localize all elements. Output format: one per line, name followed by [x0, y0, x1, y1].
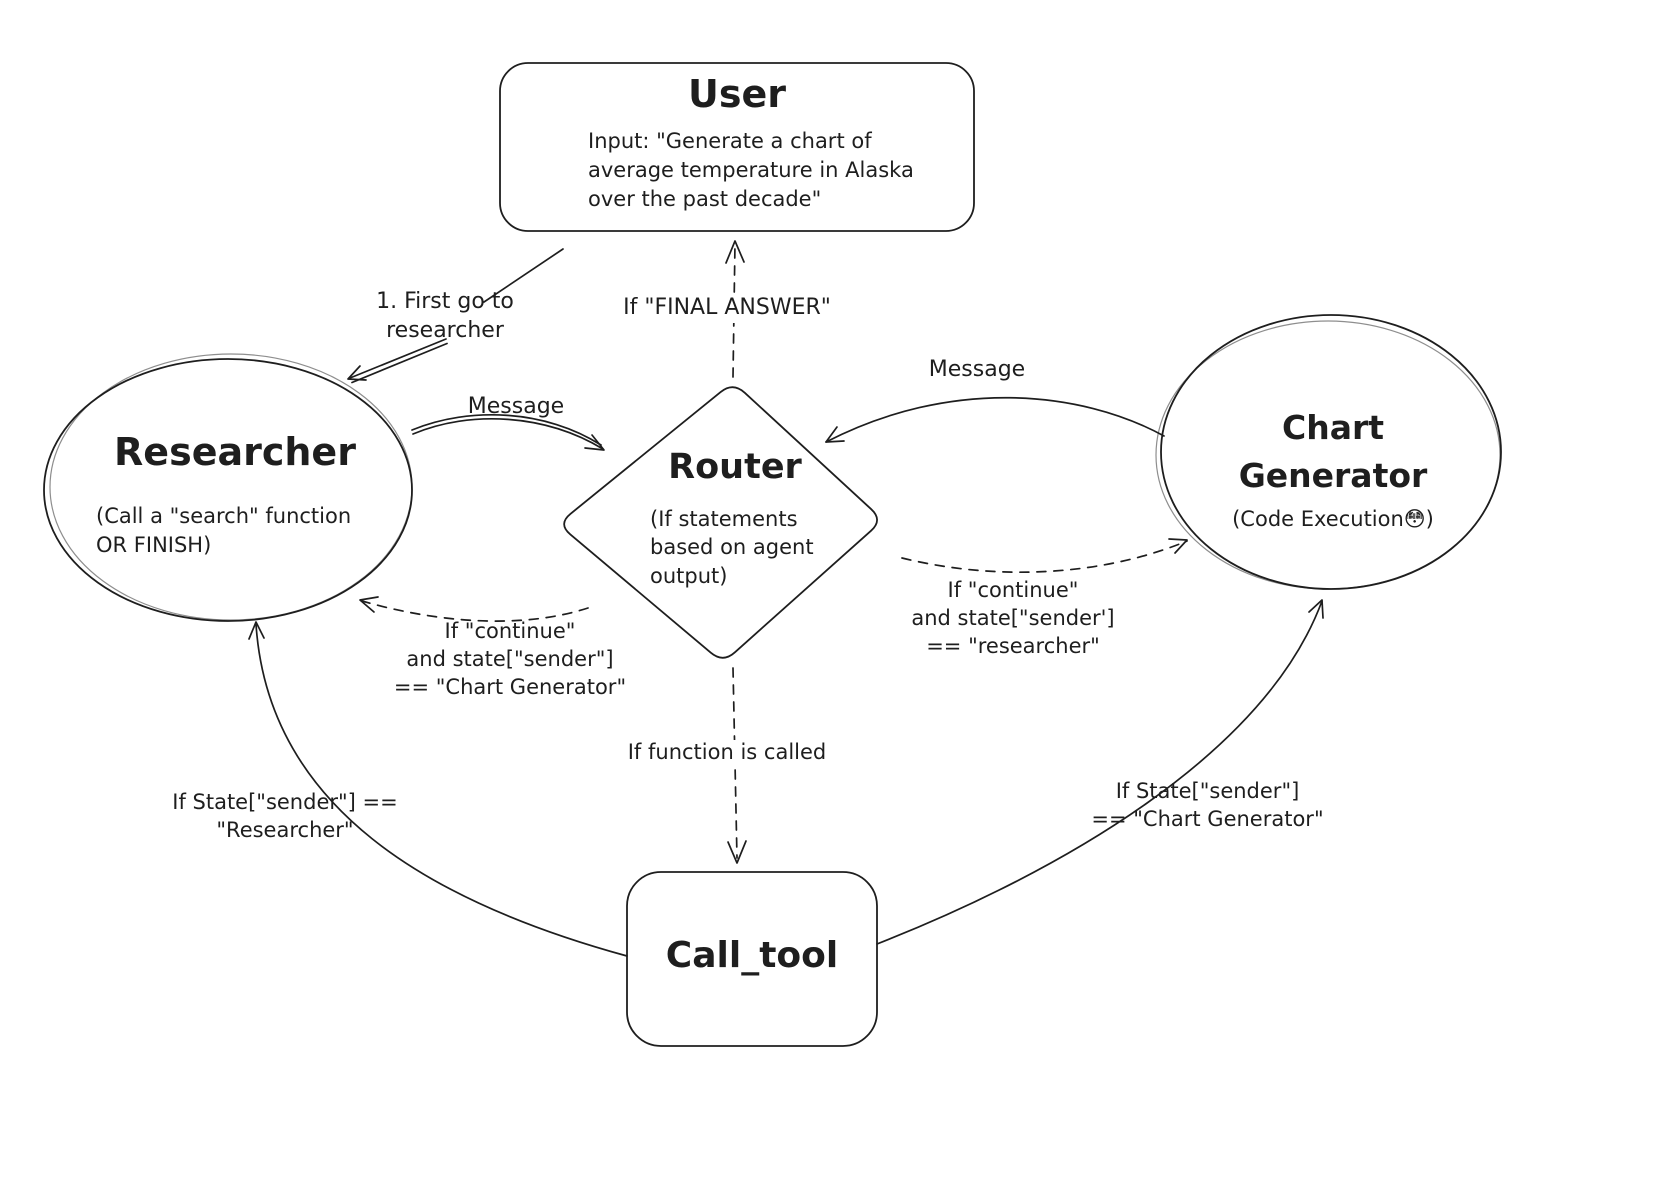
arrowhead-user-to-researcher — [347, 365, 367, 381]
edge-label-message-researcher: Message — [467, 394, 565, 419]
call-tool-node-shape — [626, 871, 878, 1047]
arrowhead-researcher-to-router — [584, 434, 605, 451]
chart-generator-node-title: Chart Generator — [1238, 408, 1428, 495]
edge-call-tool-to-chart-generator — [876, 600, 1323, 945]
edge-chart-generator-to-router — [825, 396, 1165, 443]
edge-user-to-researcher-seg2 — [349, 338, 447, 379]
edge-router-to-user — [732, 242, 736, 378]
arrowhead-call-tool-to-researcher — [248, 621, 265, 640]
edge-label-continue-researcher: If "continue" and state["sender'] == "re… — [911, 578, 1115, 658]
user-node-shape — [499, 62, 975, 232]
researcher-node-title: Researcher — [114, 430, 356, 474]
arrowhead-call-tool-to-chart-generator — [1308, 599, 1324, 619]
edge-call-tool-to-researcher — [255, 623, 628, 957]
call-tool-node-title: Call_tool — [665, 935, 839, 976]
arrowhead-router-to-call-tool — [727, 840, 747, 864]
edge-user-to-researcher — [483, 248, 564, 303]
researcher-node-shape-sketch — [49, 353, 413, 621]
edge-label-if-final-answer: If "FINAL ANSWER" — [612, 294, 842, 323]
researcher-node-body: (Call a "search" function OR FINISH) — [96, 504, 352, 557]
arrowhead-router-to-researcher — [359, 596, 379, 613]
router-node-title: Router — [668, 447, 802, 487]
user-node-body: Input: "Generate a chart of average temp… — [588, 129, 914, 211]
edge-label-message-chart-generator: Message — [928, 357, 1026, 382]
edge-researcher-to-router — [412, 417, 604, 450]
arrowhead-router-to-user — [725, 240, 745, 264]
router-node-body: (If statements based on agent output) — [650, 507, 814, 588]
edge-router-to-call-tool — [732, 667, 738, 859]
edge-label-if-function-called: If function is called — [612, 740, 842, 764]
arrowhead-router-to-chart-generator — [1168, 538, 1188, 554]
edge-router-to-chart-generator — [901, 540, 1188, 574]
edge-label-continue-chart-generator: If "continue" and state["sender"] == "Ch… — [393, 619, 627, 699]
edge-user-to-researcher-seg2-sketch — [351, 342, 448, 384]
edge-label-sender-chart-generator: If State["sender"] == "Chart Generator" — [1091, 779, 1324, 831]
chart-generator-node-body: (Code Execution😳) — [1232, 507, 1434, 531]
router-node-shape — [563, 386, 878, 659]
arrowhead-chart-generator-to-router — [825, 426, 845, 443]
user-node-title: User — [688, 72, 786, 116]
edge-label-sender-researcher: If State["sender"] == "Researcher" — [172, 790, 398, 842]
researcher-node-shape — [43, 358, 413, 622]
edge-label-first-go-to-researcher: 1. First go to researcher — [376, 289, 514, 343]
edge-researcher-to-router-sketch — [411, 413, 602, 446]
chart-generator-node-shape-sketch — [1155, 320, 1501, 590]
